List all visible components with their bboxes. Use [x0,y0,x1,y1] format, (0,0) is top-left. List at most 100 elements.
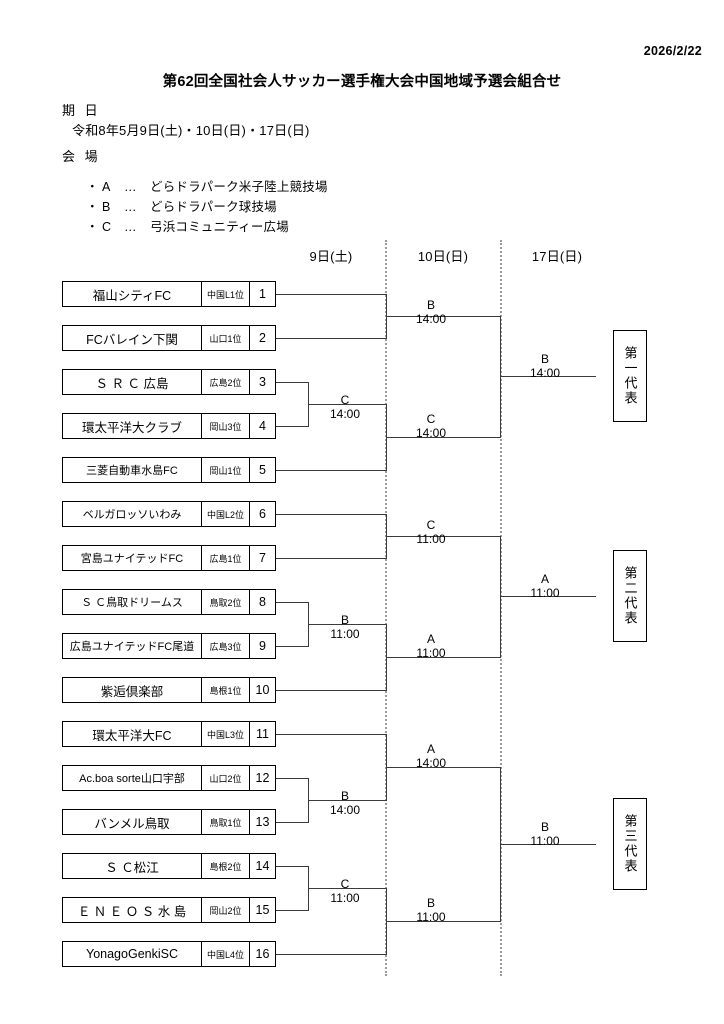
connector-seed-8 [276,602,308,604]
team-qualification: 岡山3位 [202,413,250,439]
team-qualification: 島根2位 [202,853,250,879]
ellipsis-icon: … [124,200,137,214]
team-qualification: 島根1位 [202,677,250,703]
connector-seed-14 [276,866,308,868]
match-label-r3-bottom: B 11:00 [530,820,560,848]
team-seed: 4 [250,413,276,439]
team-seed: 9 [250,633,276,659]
connector-seed-5 [276,470,386,472]
team-name: ベルガロッソいわみ [62,501,202,527]
connector-r2-89v10 [386,657,500,659]
team-qualification: 中国L2位 [202,501,250,527]
connector-r1-12v13 [308,800,386,802]
team-seed: 10 [250,677,276,703]
match-label-r3-middle: A 11:00 [530,572,560,600]
connector-seed-12 [276,778,308,780]
team-seed: 5 [250,457,276,483]
team-seed: 15 [250,897,276,923]
team-seed: 3 [250,369,276,395]
connector-r3-top [500,376,596,378]
team-qualification: 山口2位 [202,765,250,791]
team-seed: 8 [250,589,276,615]
venue-key: A [102,180,111,194]
match-label-r2-11v1213: A 14:00 [415,742,447,770]
connector-r1-8v9 [308,624,386,626]
bullet-icon: ・ [86,200,99,214]
match-label-r1-8v9: B 11:00 [330,613,360,641]
venue-name: どらドラパーク米子陸上競技場 [150,180,328,194]
connector-seed-1 [276,294,386,296]
venue-name: 弓浜コミュニティー広場 [150,220,289,234]
document-date: 2026/2/22 [643,44,702,58]
team-name: YonagoGenkiSC [62,941,202,967]
team-seed: 13 [250,809,276,835]
team-name: FCバレイン下関 [62,325,202,351]
match-label-r2-34v5: C 14:00 [415,412,447,440]
connector-seed-10 [276,690,386,692]
venue-list-item: ・B…どらドラパーク球技場 [86,196,277,215]
date-header-day1: 9日(土) [309,249,353,264]
team-qualification: 鳥取1位 [202,809,250,835]
team-name: 福山シティFC [62,281,202,307]
connector-seed-15 [276,910,308,912]
connector-seed-11 [276,734,386,736]
connector-r1-3v4 [308,404,386,406]
match-label-r1-12v13: B 14:00 [329,789,361,817]
page-title: 第62回全国社会人サッカー選手権大会中国地域予選会組合せ [162,74,562,90]
team-name: Ac.boa sorte山口宇部 [62,765,202,791]
team-name: 環太平洋大FC [62,721,202,747]
team-seed: 7 [250,545,276,571]
team-seed: 6 [250,501,276,527]
team-name: Ｓ Ｃ松江 [62,853,202,879]
team-seed: 11 [250,721,276,747]
connector-seed-13 [276,822,308,824]
connector-r1-14v15 [308,888,386,890]
team-seed: 14 [250,853,276,879]
match-label-r2-1v2: B 14:00 [415,298,447,326]
period-label: 期 日 [62,103,101,118]
connector-seed-2 [276,338,386,340]
match-label-r3-top: B 14:00 [529,352,561,380]
representative-box-2: 第二代表 [613,550,647,642]
connector-seed-6 [276,514,386,516]
connector-r3-middle [500,596,596,598]
match-label-r2-6v7: C 11:00 [416,518,446,546]
team-qualification: 鳥取2位 [202,589,250,615]
team-name: 三菱自動車水島FC [62,457,202,483]
connector-r2-6v7 [386,536,500,538]
column-divider-1 [385,240,387,976]
bullet-icon: ・ [86,220,99,234]
connector-r3-bottom [500,844,596,846]
connector-seed-7 [276,558,386,560]
team-name: Ｓ Ｒ Ｃ 広島 [62,369,202,395]
representative-box-3: 第三代表 [613,798,647,890]
team-seed: 2 [250,325,276,351]
venue-list-item: ・A … どらドラパーク米子陸上競技場 [86,176,328,195]
match-label-r2-89v10: A 11:00 [416,632,446,660]
team-seed: 1 [250,281,276,307]
match-label-r1-14v15: C 11:00 [330,877,360,905]
connector-r2-1415v16 [386,921,500,923]
date-header-day3: 17日(日) [531,249,583,264]
team-name: 環太平洋大クラブ [62,413,202,439]
connector-seed-16 [276,954,386,956]
team-name: Ｅ Ｎ Ｅ Ｏ Ｓ 水 島 [62,897,202,923]
team-name: 紫逅倶楽部 [62,677,202,703]
connector-r2-1v2 [386,316,500,318]
connector-seed-4 [276,426,308,428]
venue-list-item: ・C…弓浜コミュニティー広場 [86,216,289,235]
team-qualification: 岡山2位 [202,897,250,923]
venue-key: B [102,200,111,214]
ellipsis-icon: … [124,220,137,234]
bullet-icon: ・ [86,180,99,194]
team-seed: 16 [250,941,276,967]
team-qualification: 中国L1位 [202,281,250,307]
connector-seed-9 [276,646,308,648]
team-qualification: 中国L3位 [202,721,250,747]
ellipsis-icon: … [124,180,137,194]
period-value: 令和8年5月9日(土)・10日(日)・17日(日) [72,123,310,138]
team-name: Ｓ Ｃ鳥取ドリームス [62,589,202,615]
team-name: バンメル鳥取 [62,809,202,835]
team-qualification: 岡山1位 [202,457,250,483]
team-name: 広島ユナイテッドFC尾道 [62,633,202,659]
